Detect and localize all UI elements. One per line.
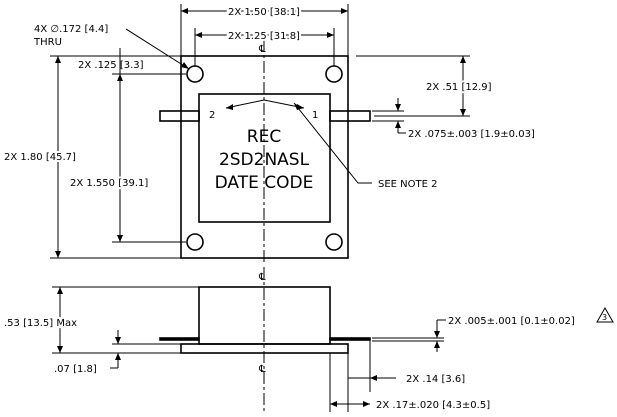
leader-see-note bbox=[293, 102, 372, 184]
arrow-width-outer-l bbox=[181, 8, 188, 14]
note-ref-number: 3 bbox=[602, 313, 607, 322]
arrow-lead-offset-l bbox=[330, 401, 337, 407]
dim-width-holes: 2X 1.25 [31.8] bbox=[228, 31, 300, 42]
leader-holes bbox=[125, 28, 190, 70]
dim-tab-width: 2X .075±.003 [1.9±0.03] bbox=[408, 129, 535, 140]
side-flange bbox=[180, 343, 349, 354]
dim-lead-offset: 2X .17±.020 [4.3±0.5] bbox=[376, 400, 490, 411]
arrow-width-holes-r bbox=[327, 32, 334, 38]
centerline-symbol-side: ℄ bbox=[258, 272, 266, 283]
arrow-tab-offset-t bbox=[460, 56, 466, 63]
side-lead-right bbox=[329, 337, 371, 341]
mounting-hole-bottom-right bbox=[325, 233, 343, 251]
lead-left bbox=[159, 110, 200, 122]
dim-hole-offset: 2X .125 [3.3] bbox=[78, 60, 144, 71]
arrow-tab-offset-b bbox=[460, 109, 466, 116]
centerline-symbol-bottom: ℄ bbox=[258, 364, 266, 375]
arrow-width-outer-r bbox=[341, 8, 348, 14]
dim-flange-thickness: .07 [1.8] bbox=[54, 364, 97, 375]
dim-height-max: .53 [13.5] Max bbox=[4, 318, 77, 329]
pin-1-label: 1 bbox=[312, 110, 318, 121]
arrow-lead-thk-b bbox=[434, 341, 440, 348]
dim-height-holes: 2X 1.550 [39.1] bbox=[70, 178, 148, 189]
lead-right bbox=[329, 110, 371, 122]
arrow-height-outer-t bbox=[55, 56, 61, 63]
marking-line-3: DATE CODE bbox=[215, 173, 314, 193]
arrow-width-holes-l bbox=[195, 32, 202, 38]
arrow-leader-holes bbox=[181, 62, 189, 69]
dim-width-outer: 2X 1.50 [38.1] bbox=[228, 7, 300, 18]
arrow-tab-width-b bbox=[395, 121, 401, 128]
mounting-hole-top-right bbox=[325, 65, 343, 83]
label-see-note: SEE NOTE 2 bbox=[378, 179, 437, 190]
arrow-see-note bbox=[294, 103, 301, 110]
arrow-height-outer-b bbox=[55, 251, 61, 258]
dim-lead-thickness: 2X .005±.001 [0.1±0.02] bbox=[448, 316, 575, 327]
arrow-flange-b bbox=[115, 353, 121, 360]
arrow-lead-length bbox=[370, 375, 377, 381]
arrow-lead-offset-r bbox=[363, 401, 370, 407]
arrow-height-max-b bbox=[57, 346, 63, 353]
callout-holes-thru: THRU bbox=[33, 37, 62, 48]
arrow-height-holes-b bbox=[117, 235, 123, 242]
marking-line-2: 2SD2NASL bbox=[219, 150, 310, 170]
mounting-hole-bottom-left bbox=[186, 233, 204, 251]
side-lead-left bbox=[159, 337, 200, 341]
note-triangle-icon bbox=[596, 306, 614, 323]
arrow-height-max-t bbox=[57, 287, 63, 294]
arrow-tab-width-t bbox=[395, 104, 401, 111]
arc-arrow-left bbox=[226, 104, 233, 110]
mounting-hole-top-left bbox=[186, 65, 204, 83]
side-view: ℄ ℄ .53 [13.5] Max .07 [1.8] 2X .005±.00 bbox=[2, 267, 614, 412]
dim-height-outer: 2X 1.80 [45.7] bbox=[4, 152, 76, 163]
dim-lead-length: 2X .14 [3.6] bbox=[406, 374, 465, 385]
callout-holes: 4X ∅.172 [4.4] bbox=[34, 24, 108, 35]
top-view: ℄ 2 1 REC 2SD2NASL DATE CODE 2X 1.50 [38… bbox=[2, 4, 535, 262]
dim-tab-offset: 2X .51 [12.9] bbox=[426, 82, 492, 93]
centerline-symbol-top: ℄ bbox=[258, 44, 266, 55]
marking-line-1: REC bbox=[247, 127, 281, 147]
pin-arc bbox=[225, 99, 305, 109]
arrow-height-holes-t bbox=[117, 74, 123, 81]
pin-2-label: 2 bbox=[209, 110, 215, 121]
arrow-lead-thk-t bbox=[434, 331, 440, 338]
arrow-flange-t bbox=[115, 337, 121, 344]
